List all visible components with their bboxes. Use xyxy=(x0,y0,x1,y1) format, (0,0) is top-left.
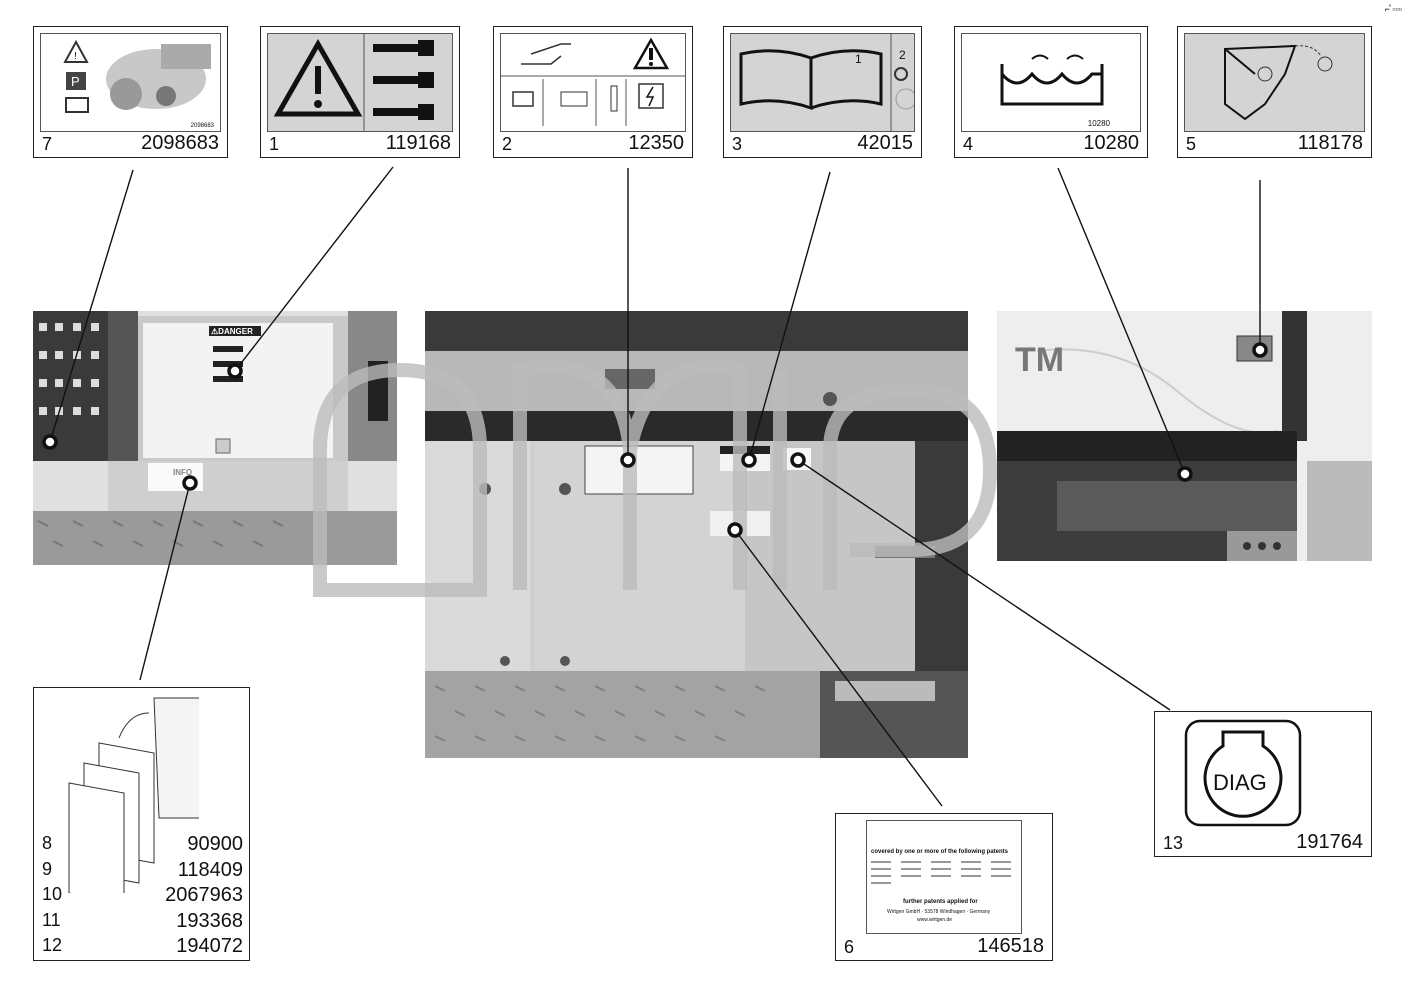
photo-center-panel xyxy=(425,311,968,758)
label-index: 13 xyxy=(1163,833,1184,853)
svg-text:P: P xyxy=(71,74,80,89)
battery-disconnect-decal xyxy=(500,33,686,132)
label-part-number: 2098683 xyxy=(141,132,219,154)
label-part-number: 12350 xyxy=(628,132,684,154)
label-callout-7: ! P 2098683 7 2098683 xyxy=(33,26,228,158)
coolant-level-decal: 10280 xyxy=(961,33,1141,132)
patent-footer: further patents applied for xyxy=(903,899,978,905)
label-part-number: 191764 xyxy=(1296,831,1363,853)
label-callout-4: 10280 4 10280 xyxy=(954,26,1148,158)
patent-heading: covered by one or more of the following … xyxy=(871,849,1009,855)
patent-web: www.wirtgen.de xyxy=(917,917,953,923)
label-7-code: 2098683 xyxy=(190,123,214,129)
label-part-number: 10280 xyxy=(1083,132,1139,154)
label-index: 4 xyxy=(963,134,974,154)
tm-mark: TM xyxy=(1015,341,1065,379)
label-callout-6: covered by one or more of the following … xyxy=(835,813,1053,961)
label-callout-13: DIAG 13 191764 xyxy=(1154,711,1372,857)
step-1-number: 1 xyxy=(855,52,862,66)
label-callout-2: 2 12350 xyxy=(493,26,693,158)
label-index: 6 xyxy=(844,937,855,957)
photo-right-panel: TM xyxy=(997,311,1372,561)
label-index: 7 xyxy=(42,134,53,154)
label-callout-3: 1 2 3 42015 xyxy=(723,26,922,158)
label-index: 3 xyxy=(732,134,743,154)
diag-port-decal xyxy=(1184,719,1302,827)
label-index: 2 xyxy=(502,134,513,154)
photo-left-panel: ⚠DANGER INFO xyxy=(33,311,397,565)
label-part-number: 42015 xyxy=(857,132,913,154)
patent-decal: covered by one or more of the following … xyxy=(866,820,1022,934)
label-index: 1 xyxy=(269,134,280,154)
svg-text:!: ! xyxy=(74,51,77,62)
label-callout-1: 1 119168 xyxy=(260,26,460,158)
hood-opening-decal xyxy=(1184,33,1365,132)
step-2-number: 2 xyxy=(899,48,906,62)
read-manual-decal: 1 2 xyxy=(730,33,915,132)
crush-hazard-decal xyxy=(267,33,453,132)
label-part-number: 119168 xyxy=(385,132,451,154)
parking-battery-warning-decal: ! P 2098683 xyxy=(40,33,221,132)
label-callout-5: 5 118178 xyxy=(1177,26,1372,158)
label-4-code: 10280 xyxy=(1087,119,1110,128)
danger-decal-text: ⚠DANGER xyxy=(211,327,253,336)
info-decal-text: INFO xyxy=(173,468,193,477)
info-booklets-illustration xyxy=(68,697,199,893)
diag-text: DIAG xyxy=(1213,770,1267,795)
corner-mark: ⌐̊ ▫▫▫ xyxy=(1384,4,1402,14)
label-part-number: 146518 xyxy=(977,935,1044,957)
label-index: 5 xyxy=(1186,134,1197,154)
patent-company: Wirtgen GmbH · 53578 Windhagen · Germany xyxy=(887,909,991,915)
label-part-number: 118178 xyxy=(1297,132,1363,154)
